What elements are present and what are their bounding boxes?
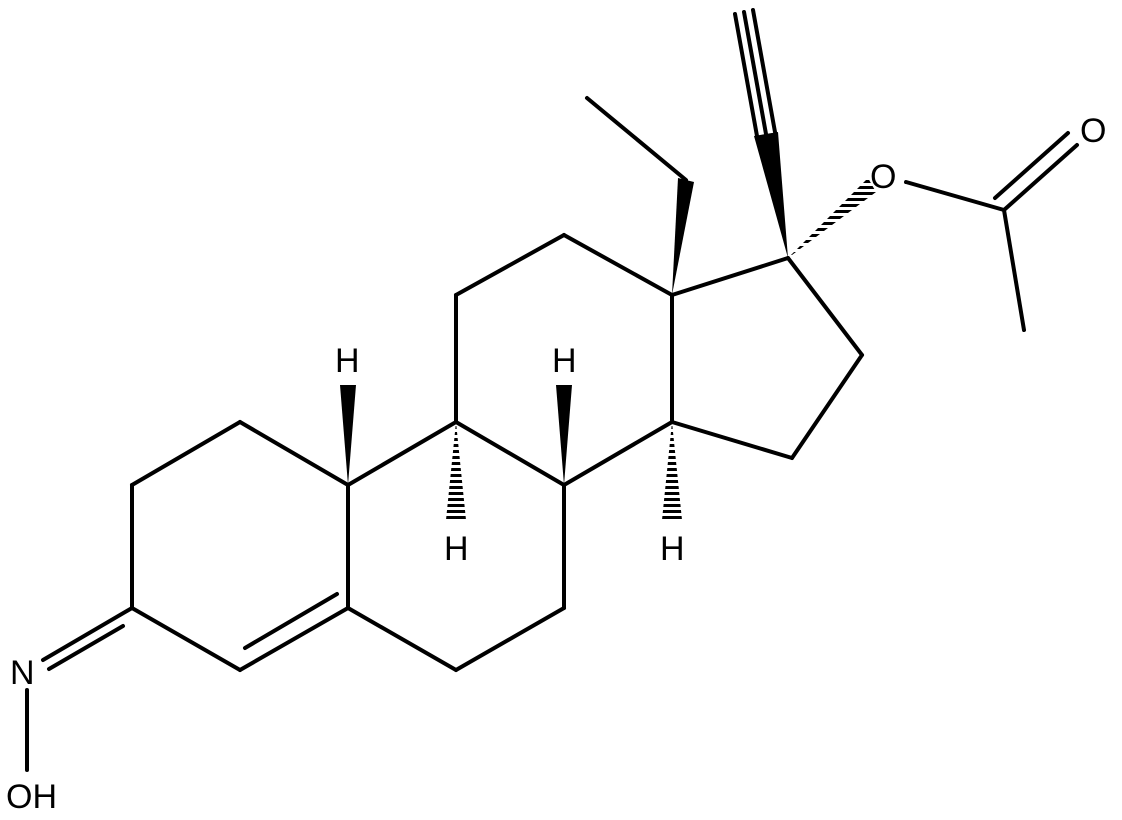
h-c8-label: H (552, 342, 577, 380)
oxime-nitrogen-label: N (10, 654, 35, 692)
ring-c (454, 233, 674, 487)
ring-d (670, 256, 864, 460)
h-c14-label: H (660, 530, 685, 568)
ester-oxygen-label: O (870, 158, 896, 196)
ring-b (346, 420, 566, 672)
ring-a (130, 420, 350, 672)
h-c10-label: H (335, 342, 360, 380)
oxime-hydroxyl-label: OH (6, 778, 57, 816)
acetate-group (788, 131, 1079, 332)
ethynyl-group (733, 8, 788, 258)
oxime-group (25, 606, 134, 772)
h-c9-label: H (444, 530, 469, 568)
carbonyl-oxygen-label: O (1080, 112, 1106, 150)
stereo-bonds (340, 385, 682, 520)
ethyl-group (585, 96, 694, 295)
